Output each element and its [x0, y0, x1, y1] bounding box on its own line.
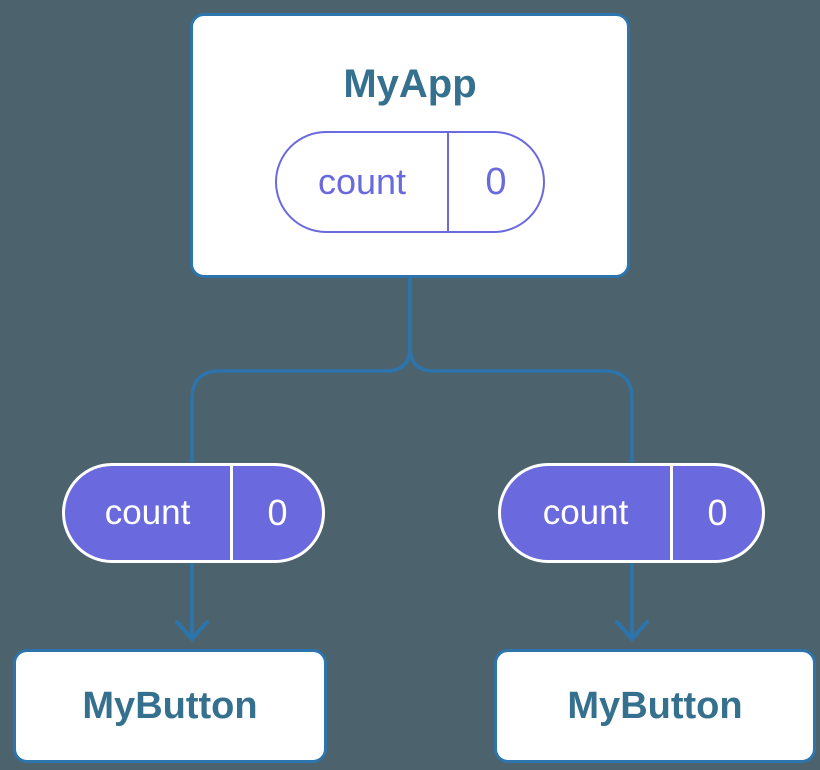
prop-pill-left-name: count [104, 493, 191, 532]
arrow-left-head-icon [175, 620, 209, 643]
node-myapp: MyApp count 0 [190, 13, 630, 278]
node-myapp-title: MyApp [343, 62, 477, 106]
node-mybutton-right-title: MyButton [567, 685, 743, 727]
arrow-right-head-icon [615, 620, 649, 643]
connector-parent-to-left-child [190, 276, 412, 465]
state-pill-name: count [317, 161, 407, 202]
node-mybutton-left-title: MyButton [82, 685, 258, 727]
prop-pill-left: count 0 [62, 463, 325, 563]
connector-parent-to-right-child [408, 276, 634, 465]
prop-pill-left-value: 0 [230, 466, 322, 560]
state-pill-myapp: count 0 [275, 131, 545, 233]
node-mybutton-right: MyButton [494, 649, 816, 763]
prop-pill-right: count 0 [498, 463, 765, 563]
prop-pill-right-value: 0 [670, 466, 762, 560]
state-pill-value: 0 [447, 133, 543, 231]
node-mybutton-left: MyButton [13, 649, 327, 763]
prop-pill-right-name: count [542, 493, 629, 532]
